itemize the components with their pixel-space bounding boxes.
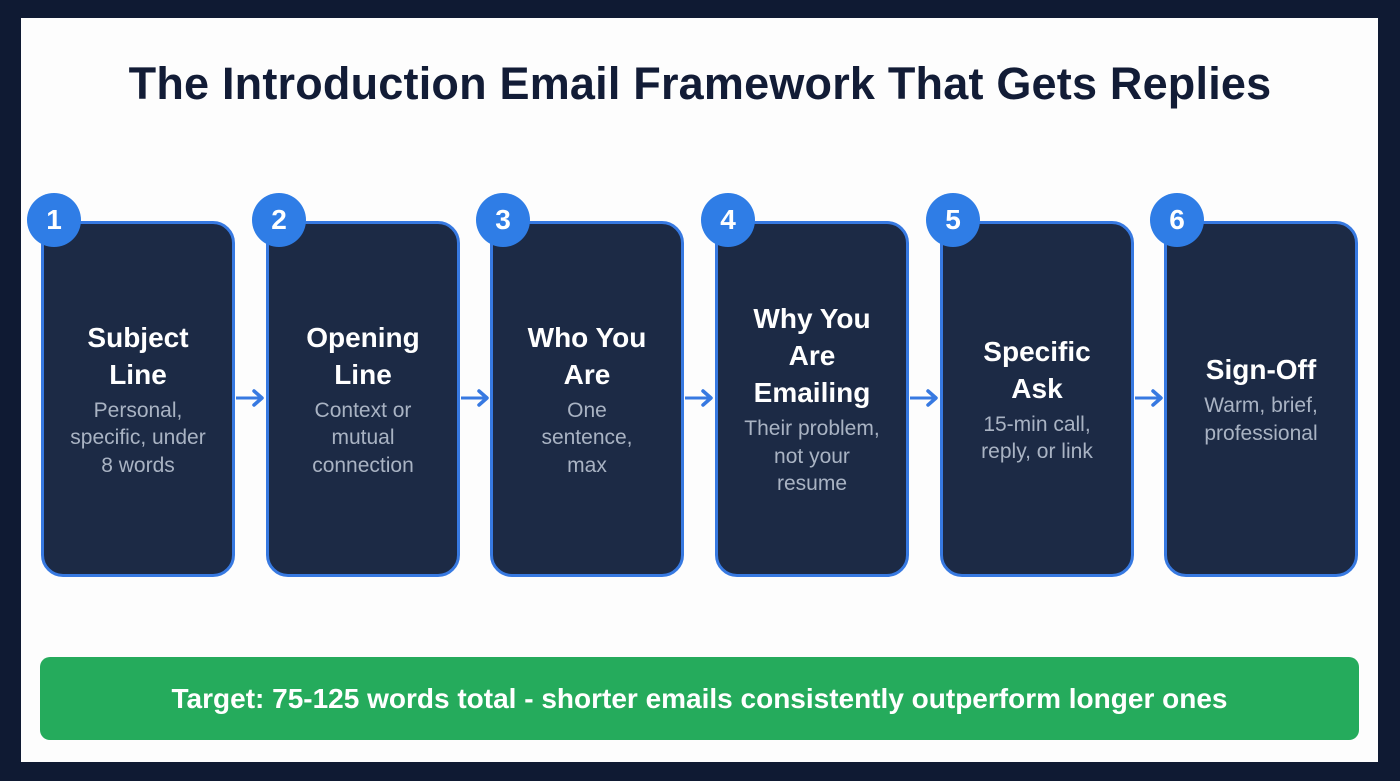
step-description-line: sentence, (541, 426, 633, 450)
step-title-line: Line (334, 358, 392, 390)
step-number-badge: 2 (252, 193, 306, 247)
step-description-line: Context or (314, 398, 412, 422)
step-title: Sign-Off (1206, 351, 1316, 388)
step-description: One sentence, max (541, 397, 632, 480)
step-description-line: Their problem, (744, 417, 880, 441)
arrow-right-icon (685, 388, 715, 408)
step-title-line: Opening (306, 321, 420, 353)
arrow-right-icon (1135, 388, 1165, 408)
step-description-line: mutual (331, 426, 395, 450)
step-description: Warm, brief, professional (1204, 392, 1318, 447)
step-number-badge: 6 (1150, 193, 1204, 247)
page-title: The Introduction Email Framework That Ge… (128, 58, 1272, 109)
banner-text: Target: 75-125 words total - shorter ema… (171, 682, 1228, 714)
step-description-line: specific, under (70, 426, 206, 450)
step-description: Their problem, not your resume (744, 415, 879, 498)
step-title-line: Subject (87, 321, 189, 353)
step-description: Personal, specific, under 8 words (70, 397, 205, 480)
step-description-line: resume (776, 472, 847, 496)
step-title-line: Are (563, 358, 611, 390)
step-title-line: Why You (753, 303, 871, 335)
step-number-badge: 4 (701, 193, 755, 247)
step-title-line: Emailing (753, 377, 871, 409)
target-banner: Target: 75-125 words total - shorter ema… (40, 657, 1359, 740)
step-description-line: reply, or link (981, 440, 1093, 463)
step-description-line: One (567, 398, 607, 422)
step-title-line: Line (109, 358, 167, 390)
step-number-badge: 1 (27, 193, 81, 247)
step-description-line: 8 words (101, 453, 175, 477)
step-description-line: connection (312, 453, 414, 477)
step-description-line: 15-min call, (983, 412, 1091, 436)
step-title-line: Ask (1011, 372, 1063, 404)
step-description-line: professional (1204, 421, 1318, 445)
step-title-line: Who You (527, 321, 647, 353)
step-number-badge: 5 (926, 193, 980, 247)
step-number-badge: 3 (476, 193, 530, 247)
step-description-line: not your (774, 444, 850, 468)
arrow-right-icon (461, 388, 491, 408)
step-description: Context or mutual connection (312, 397, 414, 480)
step-description: 15-min call, reply, or link (981, 411, 1093, 466)
step-title-line: Specific (983, 335, 1091, 367)
step-description-line: Personal, (93, 398, 183, 422)
step-title-line: Sign-Off (1205, 354, 1317, 385)
arrow-right-icon (910, 388, 940, 408)
step-description-line: Warm, brief, (1204, 394, 1318, 417)
step-description-line: max (567, 453, 607, 477)
step-title-line: Are (788, 340, 836, 372)
arrow-right-icon (236, 388, 266, 408)
